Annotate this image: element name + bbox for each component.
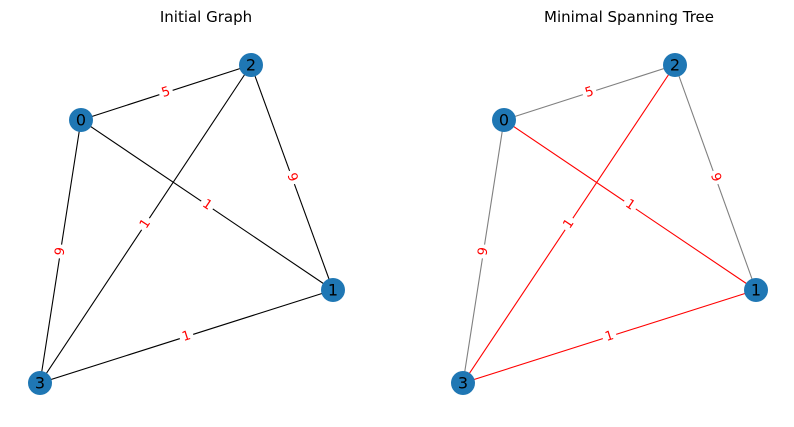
edge-label-bg	[705, 168, 726, 187]
panel-title-initial-graph: Initial Graph	[159, 8, 253, 26]
edge-label-bg	[619, 194, 641, 216]
edge-label-bg	[474, 243, 493, 260]
edge-label-bg	[177, 326, 196, 347]
node-3	[28, 371, 52, 395]
node-label-1: 1	[751, 281, 761, 300]
node-label-3: 3	[35, 374, 45, 393]
edge-label-bg	[282, 168, 302, 187]
edge-label-bg	[580, 82, 599, 103]
node-label-2: 2	[670, 56, 680, 75]
panel-title-minimal-spanning-tree: Minimal Spanning Tree	[544, 8, 714, 26]
node-label-0: 0	[76, 111, 86, 130]
edge-label-bg	[600, 326, 619, 347]
node-label-0: 0	[499, 111, 509, 130]
node-2	[239, 53, 263, 77]
edge-label-bg	[196, 194, 218, 216]
node-label-2: 2	[246, 56, 256, 75]
edge-weight-0-3: 9	[475, 246, 491, 256]
edge-label-bg	[134, 213, 157, 235]
edge-label-bg	[51, 243, 70, 260]
edge-weight-0-3: 9	[52, 246, 68, 256]
node-label-3: 3	[458, 374, 468, 393]
node-label-1: 1	[328, 281, 338, 300]
node-2	[663, 53, 687, 77]
node-3	[451, 371, 475, 395]
node-0	[492, 108, 516, 132]
node-1	[744, 278, 768, 302]
node-0	[69, 108, 93, 132]
edge-label-bg	[558, 213, 580, 235]
edge-label-bg	[156, 82, 176, 103]
node-1	[321, 278, 345, 302]
